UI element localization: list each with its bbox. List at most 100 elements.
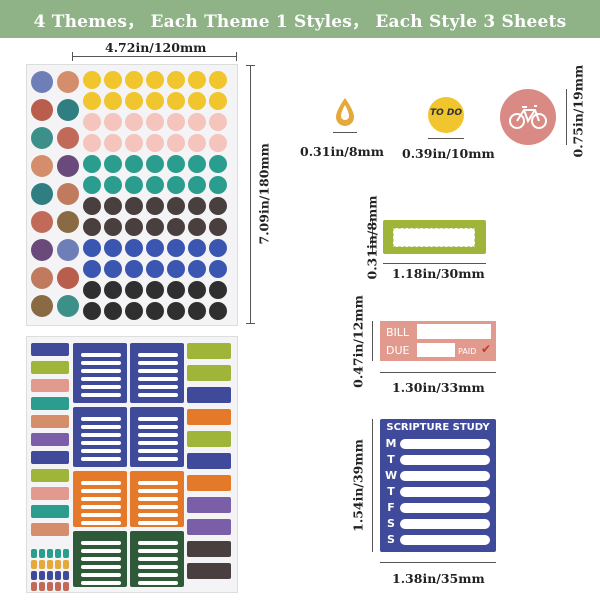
round-sticker [188, 281, 206, 299]
round-sticker [167, 302, 185, 320]
drop-sticker [47, 560, 53, 569]
scripture-width-label: 1.38in/35mm [392, 571, 485, 586]
write-line [81, 353, 121, 357]
round-sticker [167, 281, 185, 299]
drop-sticker [31, 560, 37, 569]
label-sticker [31, 469, 69, 482]
round-sticker [167, 197, 185, 215]
write-line [81, 481, 121, 485]
round-sticker [209, 197, 227, 215]
write-line [138, 441, 178, 445]
scripture-write-line [400, 519, 490, 529]
theme-icon-sticker [31, 155, 53, 177]
write-line [138, 385, 178, 389]
round-sticker [188, 218, 206, 236]
round-sticker [83, 113, 101, 131]
write-line [81, 557, 121, 561]
round-sticker [125, 155, 143, 173]
write-line [138, 541, 178, 545]
round-sticker [104, 218, 122, 236]
drop-sticker [55, 571, 61, 580]
label-sticker [187, 387, 231, 403]
drop-sticker [39, 582, 45, 591]
label-sticker [31, 523, 69, 536]
round-sticker [146, 218, 164, 236]
write-line [81, 393, 121, 397]
drop-sticker [39, 571, 45, 580]
round-sticker [104, 134, 122, 152]
scripture-write-line [400, 455, 490, 465]
bike-size-label: 0.75in/19mm [570, 64, 586, 158]
round-sticker [209, 155, 227, 173]
round-sticker [83, 218, 101, 236]
write-line [138, 361, 178, 365]
round-sticker [146, 155, 164, 173]
round-sticker [146, 197, 164, 215]
drop-sticker [55, 582, 61, 591]
label-sticker [31, 433, 69, 446]
scripture-day-letter: S [387, 517, 395, 530]
round-sticker [167, 71, 185, 89]
round-sticker [188, 197, 206, 215]
theme-icon-sticker [31, 295, 53, 317]
round-sticker [209, 260, 227, 278]
round-sticker [209, 239, 227, 257]
bill-due-sticker: BILL DUE PAID ✔ [380, 321, 496, 361]
scripture-day-letter: W [385, 469, 398, 482]
write-line [81, 565, 121, 569]
write-line [138, 449, 178, 453]
weekly-spending-block [73, 531, 127, 587]
bill-text: BILL [386, 326, 410, 339]
theme-icon-sticker [57, 127, 79, 149]
round-sticker [125, 281, 143, 299]
bill-height-label: 0.47in/12mm [350, 295, 366, 388]
scripture-write-line [400, 487, 490, 497]
round-sticker [188, 134, 206, 152]
scripture-write-line [400, 439, 490, 449]
drop-sticker [39, 549, 45, 558]
round-sticker [125, 92, 143, 110]
scripture-write-line [400, 503, 490, 513]
write-line [138, 433, 178, 437]
scripture-block [130, 407, 184, 467]
write-line [138, 417, 178, 421]
write-line [138, 557, 178, 561]
banner-title: 4 Themes， Each Theme 1 Styles， Each Styl… [33, 11, 567, 32]
title-banner: 4 Themes， Each Theme 1 Styles， Each Styl… [0, 0, 600, 38]
label-sticker [31, 379, 69, 392]
write-line [81, 497, 121, 501]
drop-sticker [336, 98, 354, 126]
theme-icon-sticker [57, 99, 79, 121]
round-sticker [209, 92, 227, 110]
theme-icon-sticker [31, 71, 53, 93]
round-sticker [146, 113, 164, 131]
write-line [138, 457, 178, 461]
label-sticker [187, 409, 231, 425]
bill-width-label: 1.30in/33mm [392, 380, 485, 395]
drop-sticker [47, 571, 53, 580]
write-line [81, 385, 121, 389]
theme-icon-sticker [57, 71, 79, 93]
theme-icon-sticker [57, 211, 79, 233]
write-line [81, 449, 121, 453]
round-sticker [104, 71, 122, 89]
drop-sticker [31, 571, 37, 580]
round-sticker [188, 92, 206, 110]
theme-icon-sticker [31, 239, 53, 261]
label-sticker [187, 453, 231, 469]
round-sticker [83, 92, 101, 110]
write-line [138, 425, 178, 429]
heart-icon: ✔ [481, 342, 492, 356]
round-sticker [83, 281, 101, 299]
label-sticker [187, 519, 231, 535]
write-line [81, 417, 121, 421]
theme-icon-sticker [31, 99, 53, 121]
label-sticker [187, 365, 231, 381]
write-line [81, 521, 121, 525]
theme-icon-sticker [57, 183, 79, 205]
round-sticker [83, 260, 101, 278]
write-line [138, 393, 178, 397]
label-sticker [187, 431, 231, 447]
theme-icon-sticker [31, 211, 53, 233]
